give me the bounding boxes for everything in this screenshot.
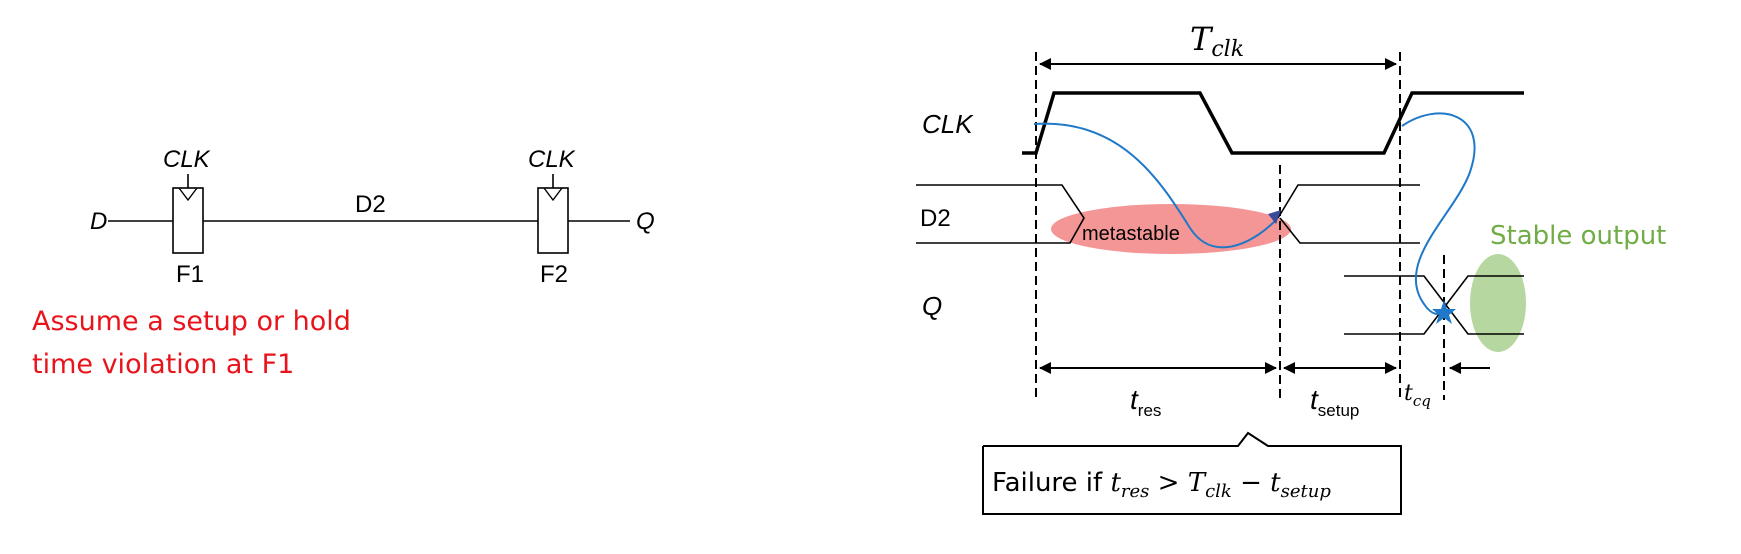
input-d-label: D: [90, 208, 107, 235]
q-signal-label: Q: [922, 291, 942, 321]
f1-label: F1: [176, 261, 204, 288]
metastable-label: metastable: [1082, 223, 1180, 245]
clk-label-f2: CLK: [528, 146, 576, 173]
path-arrowhead-icon: [1268, 210, 1281, 224]
tcq-label: tcq: [1404, 381, 1431, 410]
q-waveform-new-bottom: [1445, 304, 1524, 335]
d2-signal-label: D2: [920, 205, 951, 232]
failure-callout-box: [982, 431, 1402, 515]
d2-waveform-new-bottom: [1279, 217, 1420, 244]
circuit-schematic: D CLK F1 D2 CLK F2 Q Assume a setup or h…: [32, 146, 655, 380]
flip-flop-f2: [537, 187, 569, 254]
stable-output-label: Stable output: [1490, 221, 1666, 251]
note-line-1: Assume a setup or hold: [32, 306, 351, 337]
d2-wire-label: D2: [355, 191, 386, 218]
timing-diagram: Tclk CLK D2 metastable Q Stable output t…: [916, 20, 1666, 515]
metastable-region: [1051, 204, 1291, 254]
stable-region: [1470, 254, 1526, 352]
clk-to-q-path: [1401, 112, 1476, 315]
clock-triangle-icon: [178, 187, 198, 202]
tclk-label: Tclk: [1190, 20, 1244, 62]
output-q-label: Q: [636, 208, 655, 235]
clk-waveform: [1022, 91, 1524, 155]
star-icon: [1432, 300, 1456, 324]
note-line-2: time violation at F1: [32, 349, 294, 380]
q-waveform-new-top: [1445, 275, 1524, 306]
flip-flop-f1: [172, 187, 204, 254]
q-waveform-old: [1344, 275, 1448, 335]
failure-condition: Failure if tres > Tclk − tsetup: [992, 468, 1331, 502]
d2-waveform-new-top: [1277, 184, 1420, 219]
tres-label: tres: [1130, 384, 1161, 420]
clk-label-f1: CLK: [163, 146, 211, 173]
tsetup-label: tsetup: [1310, 384, 1359, 420]
d2-waveform-old: [916, 184, 1085, 244]
clock-triangle-icon: [543, 187, 563, 202]
clk-signal-label: CLK: [922, 109, 974, 139]
f2-label: F2: [540, 261, 568, 288]
resolution-path: [1033, 122, 1277, 249]
